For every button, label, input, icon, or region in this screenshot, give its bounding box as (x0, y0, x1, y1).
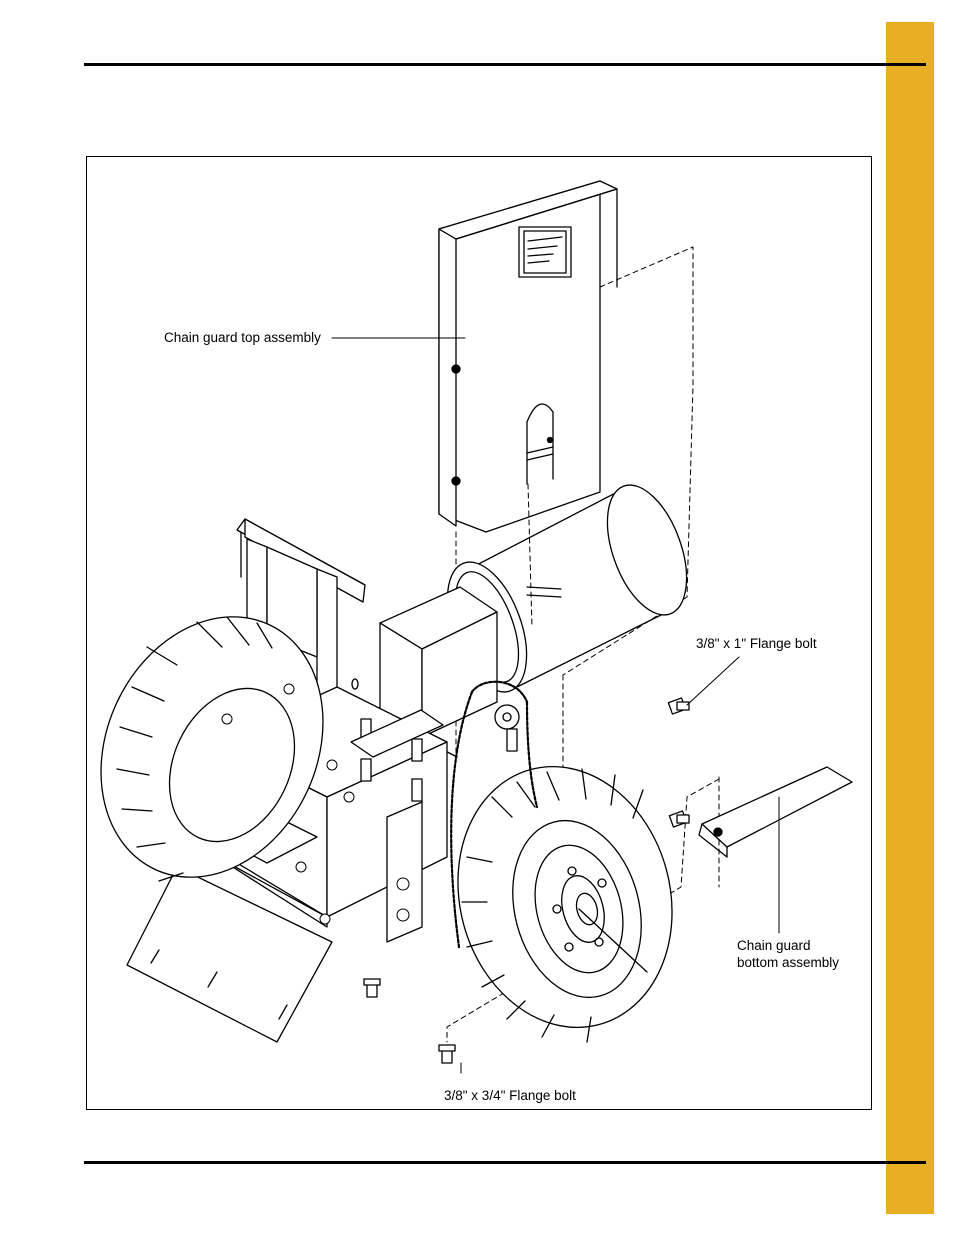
flange-bolt-upper (667, 697, 690, 715)
flange-bolt-left (363, 978, 381, 998)
chain-guard-bottom-label-line2: bottom assembly (737, 955, 840, 970)
chain-guard-diagram (100, 180, 853, 1074)
header-rule (84, 63, 926, 66)
drive-chain (450, 680, 539, 949)
footer-rule (84, 1161, 926, 1164)
exploded-view-figure: Chain guard top assembly 3/8" x 1" Flang… (86, 156, 872, 1110)
chain-guard-top-label: Chain guard top assembly (164, 330, 321, 345)
gearbox (379, 586, 498, 758)
flange-bolt-1in-label: 3/8" x 1" Flange bolt (696, 636, 817, 651)
left-tire (100, 616, 324, 882)
adjuster-bolts (350, 709, 518, 802)
chain-guard-top-part (438, 180, 618, 533)
chain-guard-bottom-label-line1: Chain guard (737, 938, 811, 953)
right-tire (457, 765, 673, 1043)
flange-bolt-right (668, 810, 690, 828)
side-tab (886, 22, 934, 1214)
flange-bolt-34in-label: 3/8" x 3/4" Flange bolt (444, 1088, 576, 1103)
upright-frame (236, 518, 366, 773)
chain-guard-bottom-part (698, 766, 853, 858)
mounting-plate (126, 866, 333, 1043)
flange-bolt-bottom (438, 1044, 456, 1064)
